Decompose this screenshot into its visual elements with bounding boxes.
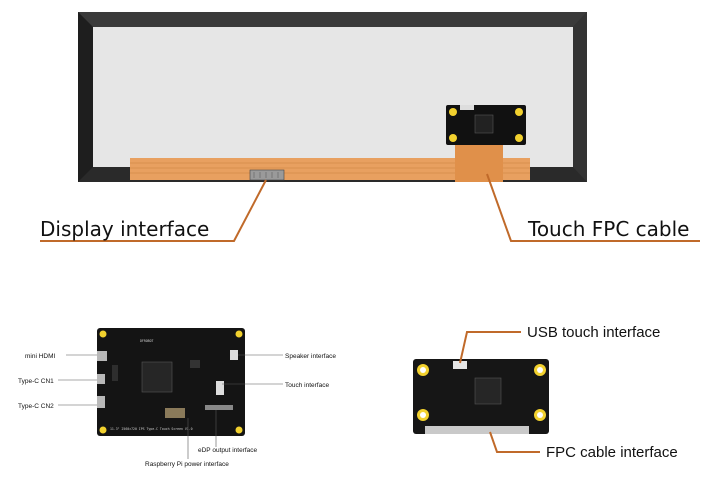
board-silkscreen: 11.3" 2560×720 IPS Type-C Touch Screen V… [110, 427, 193, 431]
speaker-interface-label: Speaker interface [285, 353, 336, 360]
fpc-cable-interface-leader [489, 431, 540, 453]
edp-output-interface-label: eDP output interface [198, 447, 258, 454]
main-chip [141, 361, 173, 393]
usb-touch-leader [459, 331, 521, 364]
display-interface-label: Display interface [40, 217, 209, 241]
usb-touch-board [413, 359, 549, 434]
mini-hdmi-port [97, 351, 107, 361]
mini-hdmi-label: mini HDMI [25, 353, 56, 360]
usb-connector [453, 361, 467, 369]
touch-board-small [446, 105, 526, 145]
fpc-connector [425, 426, 529, 434]
raspberry-pi-power-label: Raspberry Pi power interface [145, 461, 229, 468]
fpc-cable-interface-label: FPC cable interface [546, 444, 678, 461]
type-c-cn1-port [97, 374, 105, 384]
type-c-cn1-label: Type-C CN1 [18, 378, 54, 385]
touch-ic [474, 377, 502, 405]
touch-fpc-cable [455, 140, 503, 182]
board-brand: DFROBOT [140, 339, 154, 343]
display-fpc-strip [130, 158, 530, 181]
type-c-cn2-port [97, 396, 105, 408]
touch-fpc-leader [486, 173, 700, 242]
display-panel [78, 12, 587, 182]
touch-fpc-cable-label: Touch FPC cable [527, 217, 689, 241]
type-c-cn2-label: Type-C CN2 [18, 403, 54, 410]
display-interface-leader [40, 179, 267, 242]
touch-interface-label: Touch interface [285, 382, 329, 389]
usb-touch-interface-label: USB touch interface [527, 324, 660, 341]
controller-board: DFROBOT 11.3" 2560×720 IPS Type-C Touch … [97, 328, 245, 436]
